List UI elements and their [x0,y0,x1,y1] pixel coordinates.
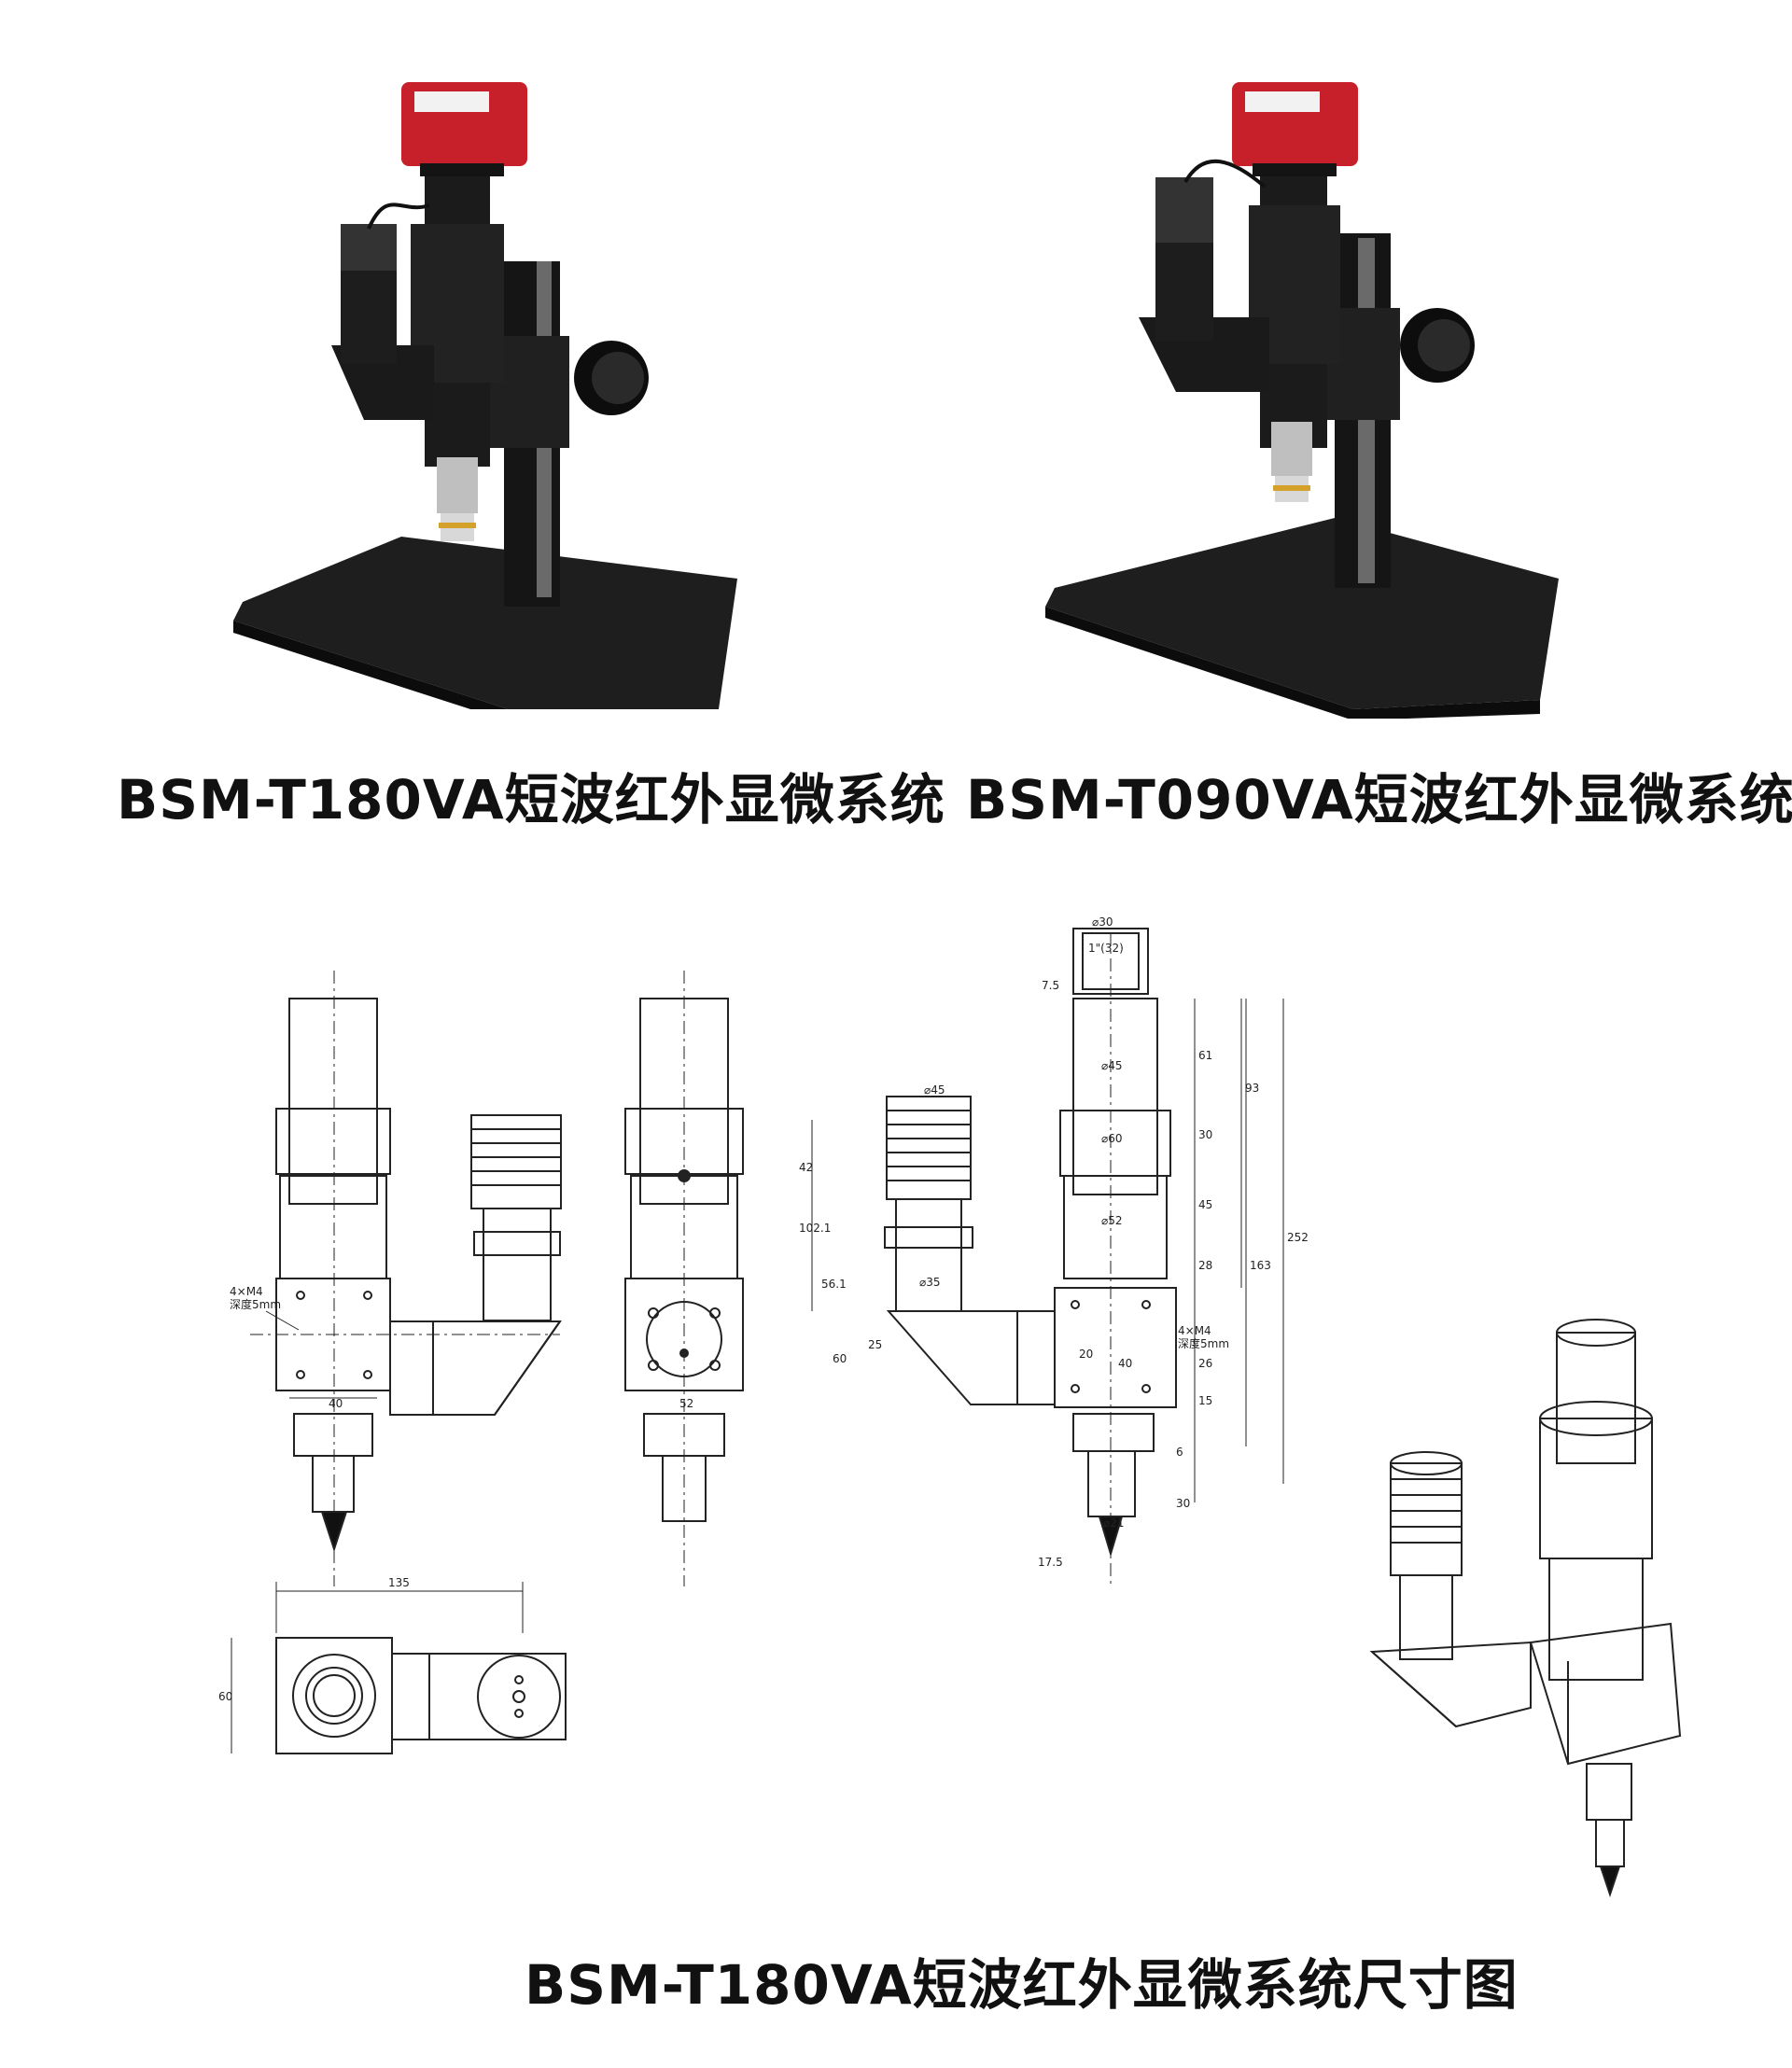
dim-h93: 93 [1245,1082,1259,1095]
dim-h26: 26 [1198,1357,1212,1370]
dim-screw: 4×M4 [230,1285,263,1298]
dim-depth-b: 深度5mm [1178,1336,1229,1350]
front-view-with-arm: 4×M4 深度5mm 40 [230,971,562,1586]
dim-h60: 60 [833,1352,847,1365]
dim-h61: 61 [1198,1049,1212,1062]
dim-d30: ⌀30 [1092,915,1113,929]
dim-h40: 40 [1118,1357,1132,1370]
dim-d52: ⌀52 [1101,1214,1123,1227]
dim-screw-b: 4×M4 [1178,1324,1211,1337]
dim-h163: 163 [1250,1259,1271,1272]
dim-h252: 252 [1287,1231,1309,1244]
isometric-view [1369,1319,1682,1898]
dim-h7-5: 7.5 [1042,979,1059,992]
front-view: 52 [624,971,744,1586]
dim-w40: 40 [329,1397,343,1410]
dim-depth: 深度5mm [230,1297,281,1311]
caption-t090va: BSM-T090VA短波红外显微系统 [966,768,1792,831]
dim-h6: 6 [1176,1446,1183,1459]
dim-h28: 28 [1198,1259,1212,1272]
product-photo-t180va [233,82,737,709]
top-view: 135 60 [218,1576,567,1754]
dim-h30b: 30 [1176,1497,1190,1510]
dim-h20: 20 [1079,1348,1093,1361]
dimension-drawing: 4×M4 深度5mm 40 52 ⌀30 1"(32) [218,915,1682,1898]
caption-drawing: BSM-T180VA短波红外显微系统尺寸图 [525,1953,1519,2017]
dim-w60: 60 [218,1690,232,1703]
dim-h45: 45 [1198,1198,1212,1211]
dim-h102: 102.1 [799,1222,831,1235]
dim-w135: 135 [388,1576,410,1589]
dim-h15: 15 [1198,1394,1212,1407]
dim-h56: 56.1 [821,1278,847,1291]
dim-h30: 30 [1198,1128,1212,1141]
dim-d45b: ⌀45 [924,1083,945,1097]
dim-h25: 25 [868,1338,882,1351]
dim-one-inch: 1"(32) [1088,942,1124,955]
dim-h42: 42 [799,1161,813,1174]
dim-w52: 52 [679,1397,693,1410]
dim-d35: ⌀35 [919,1276,941,1289]
dim-h17: 17.5 [1038,1556,1063,1569]
side-view-dimensioned: ⌀30 1"(32) ⌀45 ⌀60 ⌀52 ⌀21 61 30 45 28 2… [799,915,1309,1586]
dim-d45: ⌀45 [1101,1059,1123,1072]
dim-d21: ⌀21 [1103,1516,1125,1530]
dim-d60: ⌀60 [1101,1132,1123,1145]
product-photo-t090va [1045,82,1559,719]
caption-t180va: BSM-T180VA短波红外显微系统 [117,768,945,831]
